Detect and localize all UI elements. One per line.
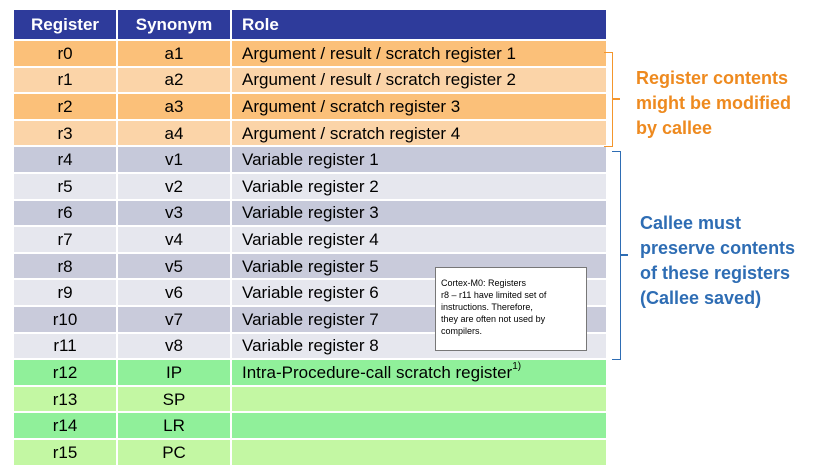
synonym-cell: a1 [118,41,232,66]
header-synonym: Synonym [118,10,232,39]
table-row: r0 a1 Argument / result / scratch regist… [14,41,606,66]
synonym-cell: LR [118,413,232,438]
annotation-line: by callee [636,118,713,138]
register-cell: r1 [14,67,118,93]
role-cell: Variable register 4 [232,227,606,252]
register-cell: r15 [14,439,118,465]
table-row: r7 v4 Variable register 4 [14,227,606,252]
note-line: instructions. Therefore, [441,302,533,312]
register-cell: r0 [14,41,118,66]
table-row: r2 a3 Argument / scratch register 3 [14,94,606,119]
note-line: r8 – r11 have limited set of [441,290,547,300]
register-cell: r7 [14,227,118,252]
table-row: r13 SP [14,386,606,412]
synonym-cell: v5 [118,253,232,279]
table-row: r3 a4 Argument / scratch register 4 [14,120,606,146]
role-cell: Variable register 3 [232,200,606,226]
synonym-cell: v2 [118,173,232,199]
role-text: Intra-Procedure-call scratch register [242,362,513,382]
table-row: r12 IP Intra-Procedure-call scratch regi… [14,360,606,385]
synonym-cell: a3 [118,94,232,119]
register-cell: r3 [14,120,118,146]
callee-saved-bracket [612,151,621,360]
synonym-cell: v3 [118,200,232,226]
note-line: Cortex-M0: Registers [441,278,527,288]
register-cell: r4 [14,147,118,172]
register-cell: r14 [14,413,118,438]
annotation-line: might be modified [636,93,791,113]
note-line: they are often not used by [441,314,546,324]
register-cell: r11 [14,333,118,359]
synonym-cell: a2 [118,67,232,93]
synonym-cell: v4 [118,227,232,252]
register-cell: r9 [14,280,118,305]
synonym-cell: v7 [118,306,232,332]
annotation-line: Callee must [640,213,742,233]
role-cell: Argument / result / scratch register 1 [232,41,606,66]
table-row: r4 v1 Variable register 1 [14,147,606,172]
register-cell: r2 [14,94,118,119]
role-cell [232,413,606,438]
annotation-line: preserve contents [640,238,796,258]
register-cell: r8 [14,253,118,279]
table-row: r6 v3 Variable register 3 [14,200,606,226]
caller-saved-bracket [604,52,613,147]
role-cell: Argument / scratch register 3 [232,94,606,119]
table-row: r1 a2 Argument / result / scratch regist… [14,67,606,93]
table-row: r14 LR [14,413,606,438]
role-cell: Intra-Procedure-call scratch register1) [232,360,606,385]
role-cell: Argument / scratch register 4 [232,120,606,146]
cortex-m0-note: Cortex-M0: Registers r8 – r11 have limit… [435,267,587,351]
synonym-cell: PC [118,439,232,465]
table-header-row: Register Synonym Role [14,10,606,39]
register-cell: r12 [14,360,118,385]
role-cell: Argument / result / scratch register 2 [232,67,606,93]
callee-saved-annotation: Callee must preserve contents of these r… [640,211,795,311]
role-cell [232,439,606,465]
table-row: r5 v2 Variable register 2 [14,173,606,199]
synonym-cell: v6 [118,280,232,305]
synonym-cell: v8 [118,333,232,359]
synonym-cell: SP [118,386,232,412]
annotation-line: of these registers [640,263,791,283]
caller-saved-annotation: Register contents might be modified by c… [636,66,791,141]
header-role: Role [232,10,606,39]
caller-saved-bracket-tick [612,98,620,100]
note-line: compilers. [441,326,483,336]
role-cell: Variable register 1 [232,147,606,172]
role-cell [232,386,606,412]
callee-saved-bracket-tick [620,254,628,256]
annotation-line: (Callee saved) [640,288,762,308]
role-cell: Variable register 2 [232,173,606,199]
synonym-cell: a4 [118,120,232,146]
annotation-line: Register contents [636,68,789,88]
synonym-cell: IP [118,360,232,385]
register-cell: r13 [14,386,118,412]
table-row: r15 PC [14,439,606,465]
register-cell: r5 [14,173,118,199]
synonym-cell: v1 [118,147,232,172]
register-cell: r10 [14,306,118,332]
register-cell: r6 [14,200,118,226]
footnote-marker: 1) [512,360,522,372]
register-table: Register Synonym Role r0 a1 Argument / r… [14,8,606,467]
header-register: Register [14,10,118,39]
